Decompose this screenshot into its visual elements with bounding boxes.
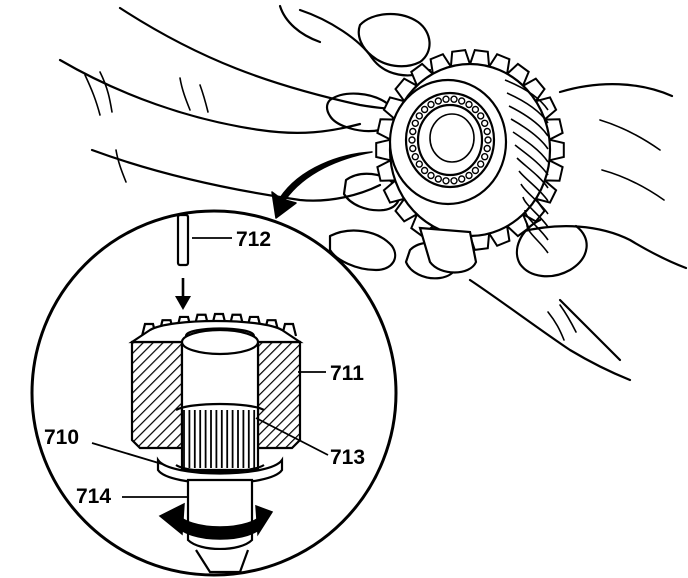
- left-forearm-outline: [118, 6, 432, 111]
- callout-lines: [91, 237, 329, 498]
- left-finger-bottom: [328, 229, 397, 272]
- right-thumb-outline: [515, 218, 588, 278]
- helical-tooth-line: [514, 144, 549, 176]
- gear-section-right: [256, 340, 302, 450]
- shaft-top: [180, 328, 260, 356]
- held-gear-bearing-ring: [404, 91, 496, 189]
- left-forearm-lower-outline: [90, 148, 382, 202]
- gear-tooth: [548, 138, 565, 162]
- thrust-washer: [156, 456, 284, 485]
- bearing-needle: [411, 119, 419, 128]
- callout-711: 711: [330, 362, 364, 385]
- bearing-needle: [465, 100, 473, 109]
- bearing-needle: [442, 95, 450, 103]
- bearing-needle: [477, 112, 485, 120]
- left-fingertip-lower: [342, 172, 401, 212]
- bearing-needle: [409, 144, 417, 153]
- sectioned-gear: [128, 312, 304, 574]
- right-hand-outline: [558, 83, 674, 98]
- helical-tooth-line: [508, 105, 549, 137]
- bearing-needle: [427, 171, 435, 180]
- bearing-needle: [427, 100, 435, 109]
- bearing-needle: [409, 127, 417, 136]
- bearing-needle: [458, 97, 466, 105]
- bearing-needle: [415, 112, 423, 120]
- bearing-needle: [420, 166, 429, 175]
- helical-tooth-line: [520, 183, 549, 215]
- held-gear-shaft-stub: [418, 226, 478, 274]
- bearing-needle: [465, 171, 473, 180]
- bearing-splines: [183, 410, 256, 468]
- leader-713: [255, 417, 329, 456]
- callout-710: 710: [44, 426, 79, 449]
- held-gear-bore: [416, 103, 484, 177]
- bearing-needle: [481, 119, 489, 128]
- helical-tooth-line: [524, 209, 549, 241]
- bearing-needle: [434, 97, 442, 105]
- held-gear-bearing-needles: [408, 95, 492, 185]
- bearing-needle: [477, 160, 485, 168]
- bearing-needle: [483, 127, 491, 136]
- bearing-needle: [411, 152, 419, 161]
- bearing-needle: [471, 166, 480, 175]
- callout-713: 713: [330, 446, 365, 469]
- removal-direction-arrow: [271, 151, 373, 219]
- pin: [176, 213, 190, 267]
- pin-insertion-arrow: [175, 278, 191, 310]
- bearing-needle: [415, 160, 423, 168]
- bearing-needle: [434, 175, 442, 183]
- bearing-needle: [483, 144, 491, 153]
- helical-tooth-line: [526, 222, 549, 254]
- left-thumb-outline: [298, 8, 432, 77]
- bearing-needle: [442, 177, 450, 185]
- left-fingertip-upper: [357, 12, 431, 68]
- bearing-needle: [481, 152, 489, 161]
- rotation-arrow: [158, 502, 274, 540]
- held-gear: [375, 49, 565, 274]
- helical-tooth-line: [518, 170, 549, 202]
- leader-710: [91, 442, 163, 465]
- gear-tooth: [375, 138, 392, 162]
- helical-tooth-line: [516, 157, 549, 189]
- bearing-needle: [420, 105, 429, 114]
- bearing-needle: [450, 95, 458, 103]
- helical-tooth-line: [504, 79, 549, 111]
- helical-tooth-line: [510, 118, 549, 150]
- gear-section-left: [130, 340, 184, 450]
- helical-tooth-line: [506, 92, 549, 124]
- callout-714: 714: [76, 485, 111, 508]
- bearing-needle: [408, 136, 416, 144]
- helical-tooth-line: [512, 131, 549, 163]
- callout-712: 712: [236, 228, 271, 251]
- helical-tooth-line: [522, 196, 549, 228]
- left-hand-palm-outline: [58, 58, 362, 134]
- bearing-needle: [458, 175, 466, 183]
- bearing-needle: [471, 105, 480, 114]
- hands-holding-gear-illustration: [58, 4, 688, 382]
- bearing-needle: [484, 136, 492, 144]
- bearing-needle: [450, 177, 458, 185]
